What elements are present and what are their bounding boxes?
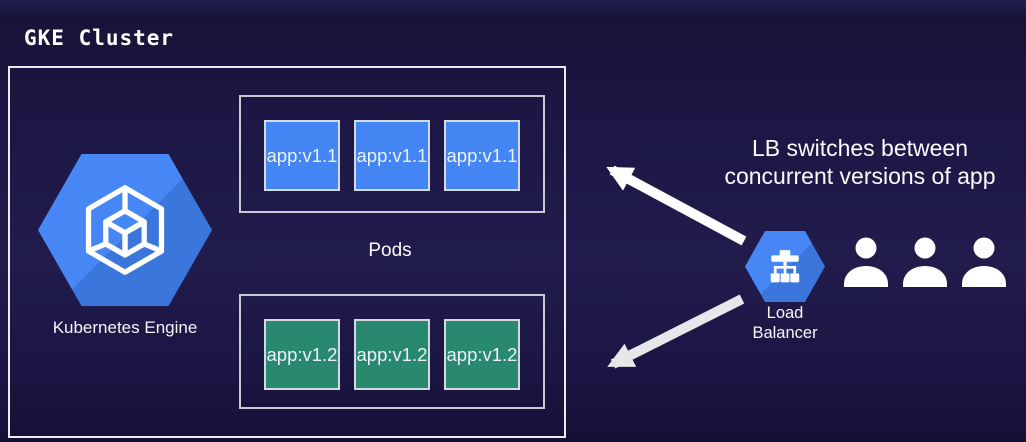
lb-annotation-line1: LB switches between [751,135,969,161]
arrow-down-left [607,294,745,369]
user-icon [903,237,947,287]
load-balancer-label-line2: Balancer [752,324,818,342]
pod-app-v1-2: app:v1.2 [354,319,430,390]
lb-annotation-line2: concurrent versions of app [724,163,996,189]
kubernetes-engine-label: Kubernetes Engine [52,318,198,337]
load-balancer-label-line1: Load [766,304,804,322]
load-balancer-icon [770,250,800,283]
pod-app-v1-2: app:v1.2 [444,319,520,390]
diagram-title: GKE Cluster [24,26,175,50]
gke-cluster-box: Kubernetes Engine app:v1.1 app:v1.1 app:… [8,66,566,438]
pod-app-v1-1: app:v1.1 [264,120,340,191]
load-balancer-hexagon [745,231,825,302]
user-icon [962,237,1006,287]
pods-row-v1-2: app:v1.2 app:v1.2 app:v1.2 [239,294,545,409]
load-balancer-label: Load Balancer [725,303,845,343]
kubernetes-engine-hexagon [38,154,212,306]
pods-row-v1-1: app:v1.1 app:v1.1 app:v1.1 [239,95,545,213]
user-icon [844,237,888,287]
pods-label: Pods [368,240,412,261]
gke-hexagon-icon [85,185,165,275]
lb-annotation: LB switches between concurrent versions … [695,134,1025,190]
users-group [842,237,1008,288]
pod-app-v1-1: app:v1.1 [444,120,520,191]
pod-app-v1-2: app:v1.2 [264,319,340,390]
pod-app-v1-1: app:v1.1 [354,120,430,191]
